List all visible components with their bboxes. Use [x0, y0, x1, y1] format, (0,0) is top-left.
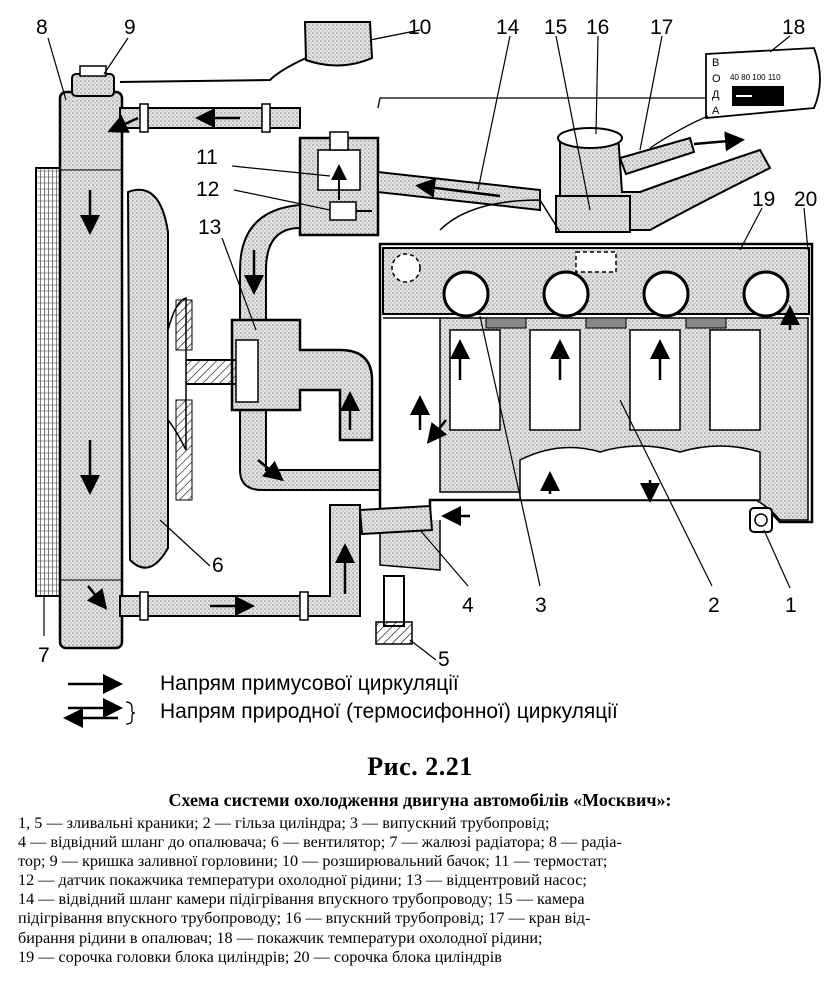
caption-line: підігрівання впускного трубопроводу; 16 …	[18, 909, 591, 928]
gauge-letter: В	[712, 57, 719, 69]
callout-5: 5	[438, 648, 450, 671]
caption-line: бирання рідини в опалювач; 18 — покажчик…	[18, 928, 543, 947]
temperature-sensor	[329, 201, 372, 221]
callout-8: 8	[36, 16, 48, 39]
legend-natural-label: Напрям природної (термосифонної) циркуля…	[160, 700, 618, 723]
callout-12: 12	[196, 178, 219, 201]
heater-tap	[618, 131, 745, 176]
legend-natural-arrows	[63, 698, 136, 728]
legend-forced: Напрям примусової циркуляції	[142, 670, 459, 698]
figure-title: Схема системи охолодження двигуна автомо…	[168, 790, 672, 810]
filler-cap	[71, 65, 115, 97]
cooling-system-diagram: В О Д А 40 80 100 110 1 2 3 4 5 6	[35, 16, 821, 728]
callout-4: 4	[462, 594, 474, 617]
drain-cock-block	[749, 507, 773, 533]
cylinder-block-jacket	[383, 305, 809, 526]
callout-2: 2	[708, 594, 720, 617]
callout-18: 18	[782, 16, 805, 39]
callout-16: 16	[586, 16, 609, 39]
callout-14: 14	[496, 16, 520, 39]
lower-hose	[119, 504, 361, 621]
callout-15: 15	[544, 16, 567, 39]
fan	[126, 188, 193, 569]
radiator	[58, 90, 124, 650]
callout-11: 11	[196, 146, 218, 169]
cylinder-head-jacket	[382, 247, 810, 318]
intake-manifold	[377, 127, 772, 233]
gauge-letter: О	[712, 73, 721, 85]
heater-hose	[358, 504, 434, 536]
callout-9: 9	[124, 16, 136, 39]
callout-6: 6	[212, 554, 224, 577]
caption-line: 14 — відвідний шланг камери підігрівання…	[18, 890, 585, 909]
legend-forced-label: Напрям примусової циркуляції	[160, 672, 459, 695]
gauge-letter: А	[712, 105, 720, 117]
bypass-hose	[239, 203, 421, 491]
radiator-louvres	[35, 167, 63, 597]
upper-hose	[107, 103, 301, 133]
callout-19: 19	[752, 188, 775, 211]
gauge-letter: Д	[712, 89, 720, 101]
callout-13: 13	[198, 216, 221, 239]
caption-line: 4 — відвідний шланг до опалювача; 6 — ве…	[18, 833, 622, 852]
callout-20: 20	[794, 188, 817, 211]
drain-cock-pump	[375, 575, 413, 645]
callouts: 1 2 3 4 5 6 7 8 9 10 11 12 13 14 15 16 1…	[36, 16, 817, 671]
figure-number: Рис. 2.21	[367, 752, 473, 781]
caption-line: 1, 5 — зливальні краники; 2 — гільза цил…	[18, 814, 550, 832]
callout-17: 17	[650, 16, 673, 39]
figure-caption: 1, 5 — зливальні краники; 2 — гільза цил…	[18, 814, 826, 967]
caption-line: тор; 9 — кришка заливної горловини; 10 —…	[18, 852, 608, 871]
callout-1: 1	[785, 594, 797, 617]
caption-line: 12 — датчик покажчика температури охолод…	[18, 871, 587, 890]
callout-3: 3	[535, 594, 547, 617]
gauge-scale: 40 80 100 110	[730, 73, 781, 82]
legend-natural: Напрям природної (термосифонної) циркуля…	[142, 698, 618, 726]
callout-10: 10	[408, 16, 431, 39]
callout-7: 7	[38, 644, 50, 667]
caption-line: 19 — сорочка головки блока циліндрів; 20…	[18, 947, 502, 966]
expansion-tank	[119, 21, 421, 83]
